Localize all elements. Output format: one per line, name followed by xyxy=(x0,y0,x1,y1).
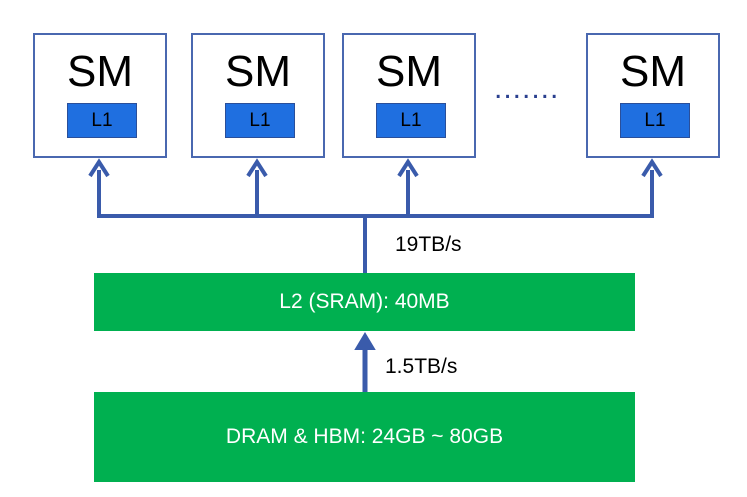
l1-cache-box: L1 xyxy=(620,103,690,138)
l1-cache-box: L1 xyxy=(376,103,446,138)
sm-box-3: SM L1 xyxy=(342,33,476,158)
bandwidth-dram-to-l2-label: 1.5TB/s xyxy=(385,355,458,378)
l1-cache-box: L1 xyxy=(225,103,295,138)
sm-box-2: SM L1 xyxy=(191,33,325,158)
ellipsis-more-sms: ....... xyxy=(494,72,560,105)
l2-cache-box: L2 (SRAM): 40MB xyxy=(94,273,635,331)
sm-label: SM xyxy=(376,47,442,96)
sm-box-1: SM L1 xyxy=(33,33,167,158)
dram-to-l2-arrowhead xyxy=(354,332,376,350)
arrowhead-sm-1 xyxy=(88,158,110,178)
bandwidth-l2-to-sm-label: 19TB/s xyxy=(395,233,462,256)
sm-label: SM xyxy=(620,47,686,96)
arrowhead-sm-4 xyxy=(641,158,663,178)
arrowhead-sm-3 xyxy=(397,158,419,178)
sm-label: SM xyxy=(225,47,291,96)
dram-hbm-box: DRAM & HBM: 24GB ~ 80GB xyxy=(94,392,635,482)
arrowhead-sm-2 xyxy=(246,158,268,178)
sm-box-4: SM L1 xyxy=(586,33,720,158)
l1-cache-box: L1 xyxy=(67,103,137,138)
sm-label: SM xyxy=(67,47,133,96)
